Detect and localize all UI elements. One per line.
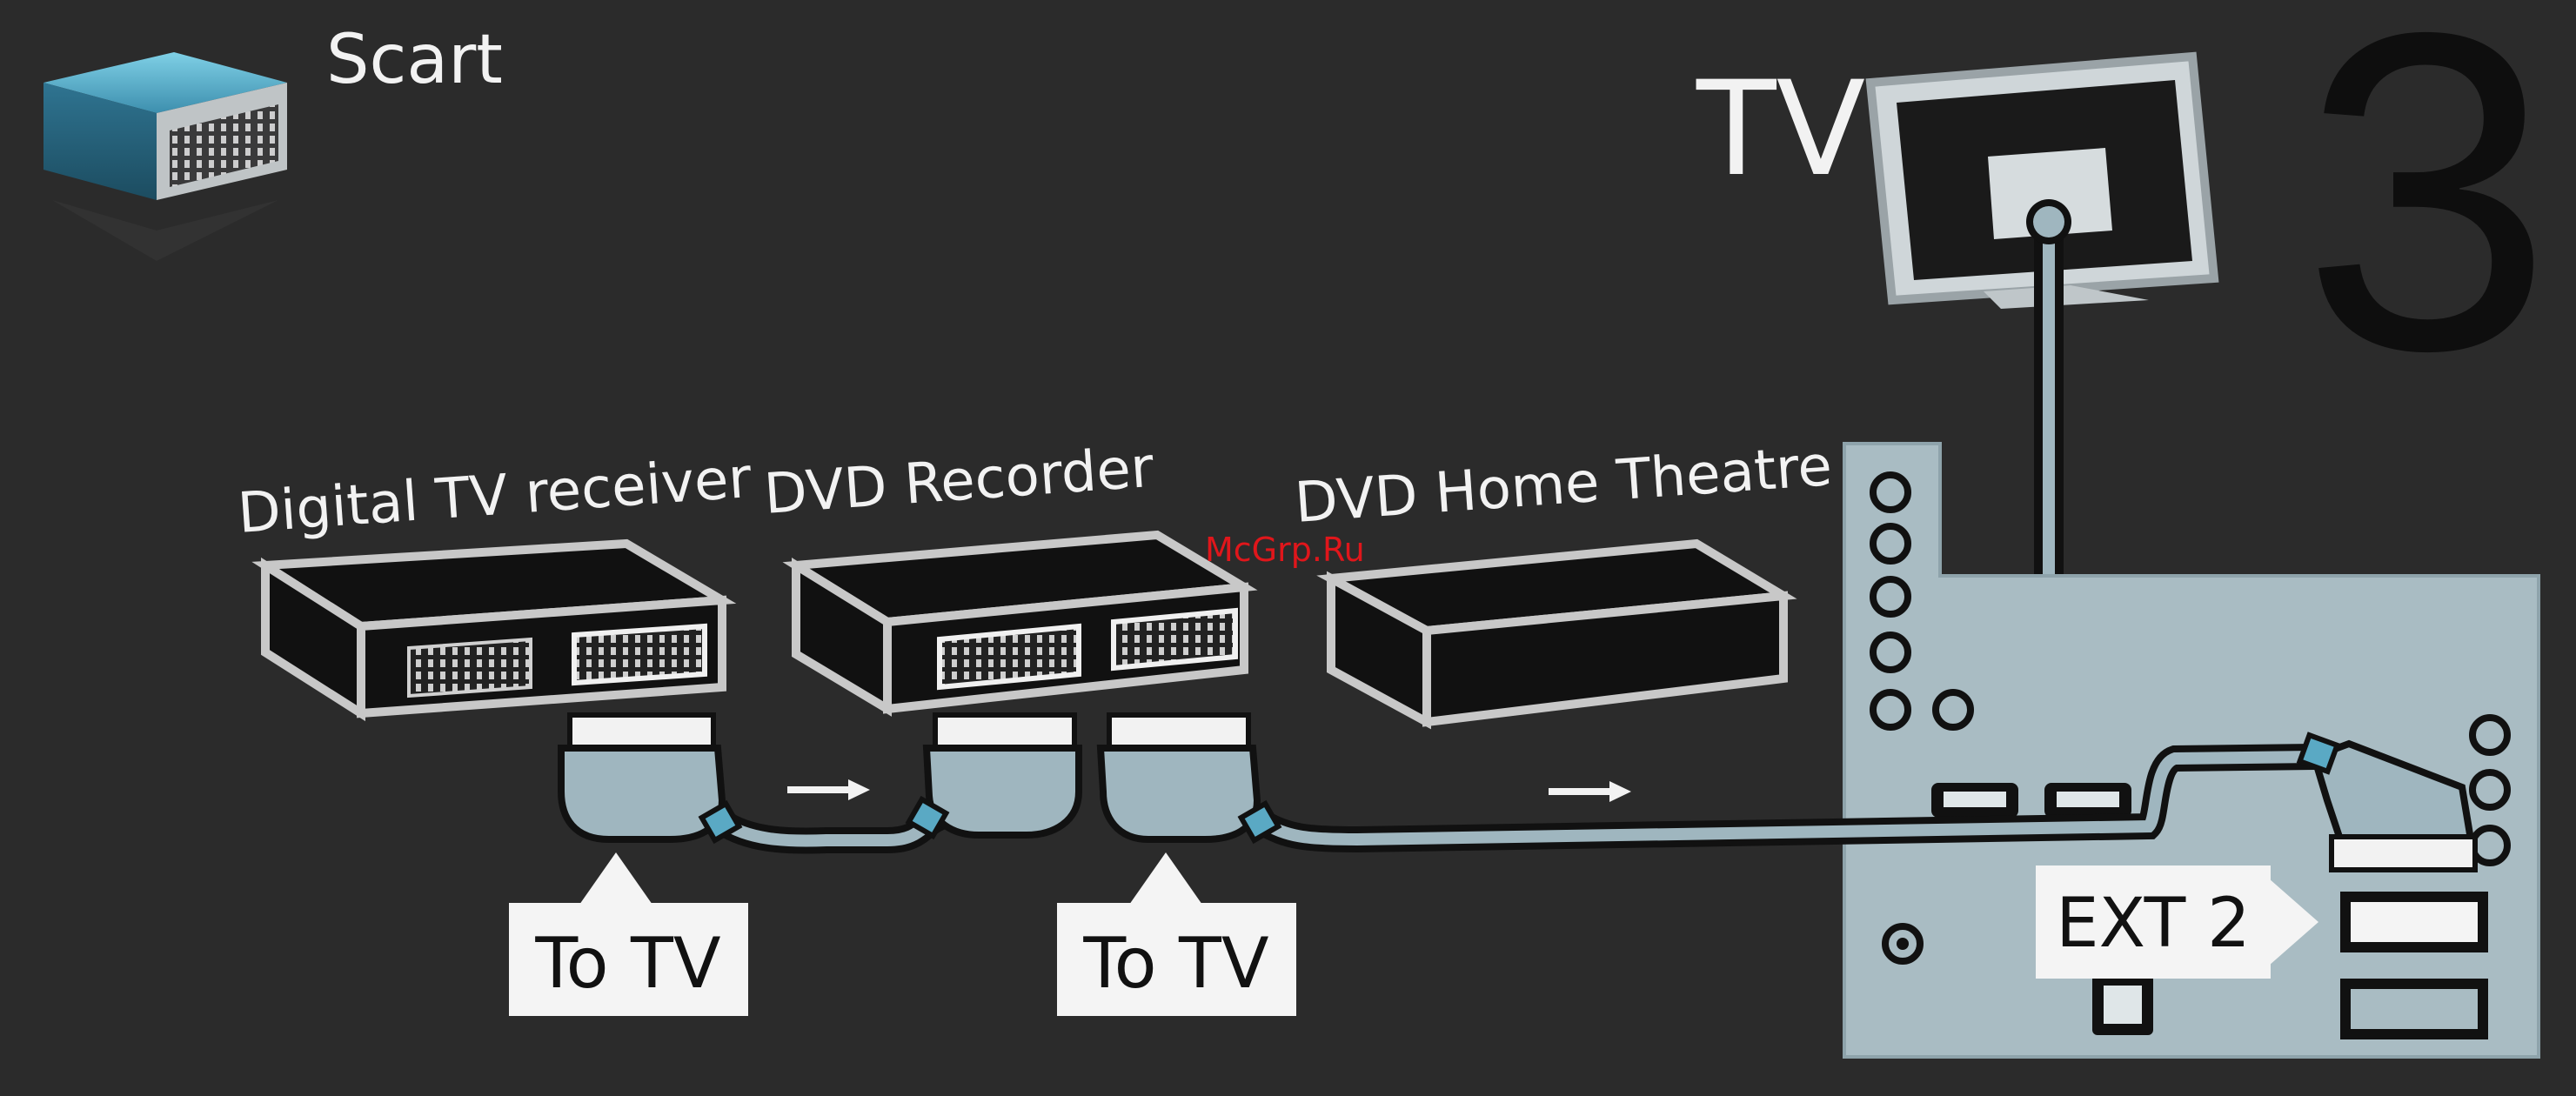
step-number: 3 xyxy=(2301,0,2553,444)
watermark: McGrp.Ru xyxy=(1205,531,1365,569)
digital-tv-receiver xyxy=(265,544,722,713)
callout-ext2-text: EXT 2 xyxy=(2056,885,2250,963)
scart-plug-receiver xyxy=(561,715,739,840)
callout-to-tv-2-text: To TV xyxy=(1082,923,1269,1004)
tv-label: TV xyxy=(1696,54,1865,205)
callout-to-tv-1-text: To TV xyxy=(534,923,721,1004)
connector-type-label: Scart xyxy=(326,21,503,99)
scart-plug-recorder-in xyxy=(909,715,1079,836)
